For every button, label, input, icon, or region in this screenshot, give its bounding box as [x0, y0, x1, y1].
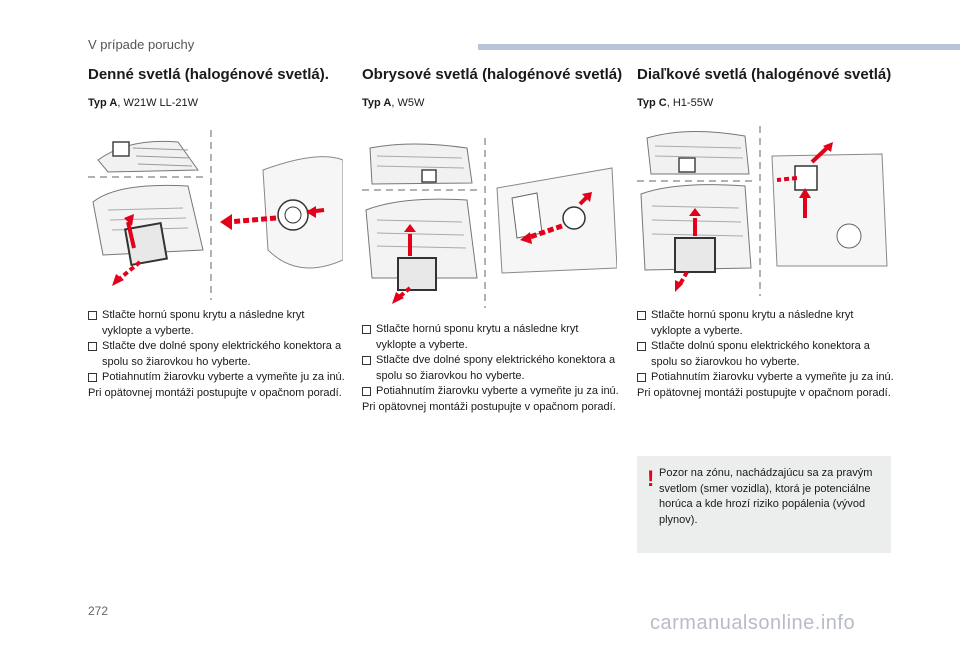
bulb-type: Typ A, W21W LL-21W — [88, 97, 199, 109]
checkbox-icon — [88, 342, 97, 351]
steps-side-lights: Stlačte hornú sponu krytu a následne kry… — [362, 322, 620, 415]
step-item: Stlačte dolnú sponu elektrického konekto… — [637, 339, 895, 370]
figure-daytime-lights — [88, 130, 343, 300]
checkbox-icon — [637, 311, 646, 320]
figure-side-lights — [362, 138, 617, 308]
step-item: Potiahnutím žiarovku vyberte a vymeňte j… — [362, 384, 620, 400]
step-item: Stlačte dve dolné spony elektrického kon… — [88, 339, 346, 370]
step-item: Stlačte hornú sponu krytu a následne kry… — [88, 308, 346, 339]
column-daytime-lights: Denné svetlá (halogénové svetlá). Typ A,… — [88, 66, 350, 109]
step-item: Stlačte hornú sponu krytu a následne kry… — [637, 308, 895, 339]
warning-box: ! Pozor na zónu, nachádzajúcu sa za prav… — [637, 456, 891, 553]
step-item: Potiahnutím žiarovku vyberte a vymeňte j… — [637, 370, 895, 386]
column-side-lights: Obrysové svetlá (halogénové svetlá) Typ … — [362, 66, 624, 109]
heading-high-beam: Diaľkové svetlá (halogénové svetlá) — [637, 66, 892, 83]
steps-high-beam: Stlačte hornú sponu krytu a následne kry… — [637, 308, 895, 401]
bulb-type: Typ A, W5W — [362, 97, 425, 109]
header-bar — [478, 44, 960, 50]
figure-high-beam — [637, 126, 892, 296]
watermark: carmanualsonline.info — [650, 612, 856, 634]
heading-daytime-lights: Denné svetlá (halogénové svetlá). — [88, 66, 329, 83]
checkbox-icon — [637, 373, 646, 382]
step-item: Potiahnutím žiarovku vyberte a vymeňte j… — [88, 370, 346, 386]
bulb-type: Typ C, H1-55W — [637, 97, 714, 109]
warning-text: Pozor na zónu, nachádzajúcu sa za pravým… — [659, 467, 873, 526]
step-item: Stlačte dve dolné spony elektrického kon… — [362, 353, 620, 384]
reassembly-note: Pri opätovnej montáži postupujte v opačn… — [362, 400, 616, 413]
warning-icon: ! — [647, 466, 655, 491]
step-item: Stlačte hornú sponu krytu a následne kry… — [362, 322, 620, 353]
checkbox-icon — [88, 373, 97, 382]
checkbox-icon — [88, 311, 97, 320]
column-high-beam: Diaľkové svetlá (halogénové svetlá) Typ … — [637, 66, 899, 109]
reassembly-note: Pri opätovnej montáži postupujte v opačn… — [637, 386, 891, 399]
steps-daytime-lights: Stlačte hornú sponu krytu a následne kry… — [88, 308, 346, 401]
section-title: V prípade poruchy — [88, 37, 195, 52]
checkbox-icon — [362, 356, 371, 365]
checkbox-icon — [362, 387, 371, 396]
checkbox-icon — [362, 325, 371, 334]
heading-side-lights: Obrysové svetlá (halogénové svetlá) — [362, 66, 623, 83]
reassembly-note: Pri opätovnej montáži postupujte v opačn… — [88, 386, 342, 399]
checkbox-icon — [637, 342, 646, 351]
page-number: 272 — [88, 604, 109, 618]
